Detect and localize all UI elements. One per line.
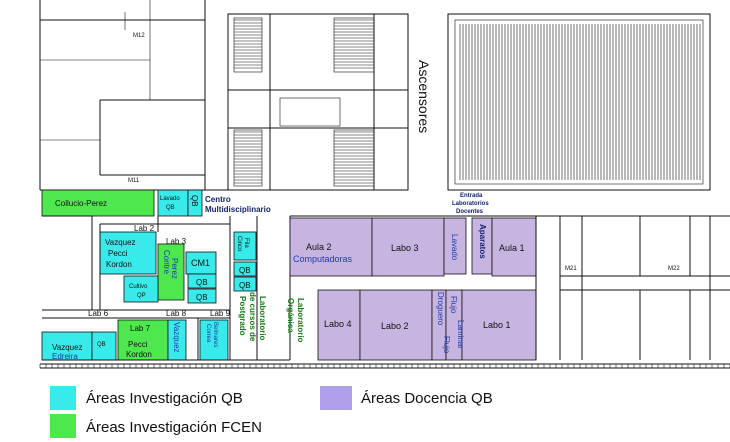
legend: Áreas Investigación QB Áreas Docencia QB… — [50, 386, 493, 438]
room-m22-label: M22 — [668, 266, 680, 272]
legend-label-teaching: Áreas Docencia QB — [361, 390, 493, 407]
area-aula1 — [491, 217, 537, 277]
entrance-label-1: Entrada — [460, 193, 483, 199]
room-aparatos-label: Aparatos — [478, 224, 487, 259]
area-qb-b — [187, 288, 217, 304]
room-qb-a-label: QB — [196, 278, 208, 287]
room-aula2-label: Aula 2 — [306, 242, 332, 252]
room-qb-b-label: QB — [196, 293, 208, 302]
room-vazquez-label-2: Pecci — [108, 249, 128, 258]
room-edreira-label-2: Edreira — [52, 352, 78, 361]
room-fila-label: Fila — [243, 238, 249, 248]
room-contreras-label: Contre — [162, 250, 171, 275]
room-lavado-label-1: Lavado — [160, 196, 180, 202]
area-vazquez-edreira — [41, 331, 93, 361]
room-labo1-label: Labo 1 — [483, 320, 511, 330]
room-labo2-label: Labo 2 — [381, 321, 409, 331]
room-flujo2-label: Flujo — [442, 336, 451, 354]
room-qb-top-label: QB — [190, 195, 199, 207]
legend-swatch-qb-research — [50, 386, 76, 410]
centro-label-1: Centro — [205, 195, 231, 204]
room-belmares-label: Belmares — [212, 322, 218, 347]
organica-label-1: Laboratorio — [296, 298, 305, 343]
area-correa — [199, 319, 229, 361]
area-lavado-qb — [157, 189, 189, 217]
room-vazquez-vert-label: Vazquez — [172, 322, 181, 353]
room-qp-label: QP — [137, 293, 146, 299]
room-lab9-label: Lab 9 — [210, 309, 231, 318]
room-flujo-label: Flujo — [449, 296, 458, 314]
room-computadoras-label: Computadoras — [293, 254, 353, 264]
room-qb-small-label: QB — [97, 342, 106, 348]
area-aula2 — [289, 217, 373, 277]
room-collucio-label: Collucio-Perez — [55, 199, 107, 208]
legend-label-qb-research: Áreas Investigación QB — [86, 390, 243, 407]
area-contreras-perez — [157, 243, 185, 301]
area-qb-d — [233, 276, 257, 292]
room-perez-label: Perez — [170, 258, 179, 279]
area-qb-small — [91, 331, 117, 361]
area-qb-a — [187, 273, 217, 289]
room-lavado-label: Lavado — [450, 234, 459, 261]
room-lab2-label: Lab 2 — [134, 224, 155, 233]
room-labo3-label: Labo 3 — [391, 243, 419, 253]
room-lab7-label: Lab 7 — [130, 324, 151, 333]
entrance-label-3: Docentes — [456, 209, 484, 215]
room-m11-label: M11 — [128, 178, 140, 184]
legend-swatch-fcen-research — [50, 414, 76, 438]
room-lab6-label: Lab 6 — [88, 309, 109, 318]
room-m12-label: M12 — [133, 33, 145, 39]
centro-label-2: Multidisciplinario — [205, 205, 271, 214]
room-cinco-label: Cinco — [236, 236, 242, 252]
organica-label-2: Orgánica — [286, 298, 295, 333]
room-correa-label: Correa — [205, 324, 211, 343]
room-lab3-label: Lab 3 — [166, 237, 187, 246]
area-qb-top — [187, 189, 203, 217]
outer-walls — [39, 0, 230, 191]
elevators-label: Ascensores — [416, 60, 432, 133]
room-laminar-label: Laminar — [456, 320, 465, 349]
area-cultivo-qp — [123, 275, 159, 303]
legend-swatch-teaching — [320, 386, 352, 410]
room-qb-d-label: QB — [239, 281, 251, 290]
area-labo1 — [461, 289, 537, 361]
area-collucio-perez — [41, 189, 155, 217]
postgrado-label-1: Laboratorio — [258, 296, 267, 341]
legend-label-fcen-research: Áreas Investigación FCEN — [86, 419, 262, 436]
room-droguero-label: Droguero — [436, 292, 445, 326]
room-kordon-label: Kordon — [126, 350, 152, 359]
area-cinco-fila — [233, 231, 257, 261]
bottom-scale-ruler — [39, 363, 730, 369]
room-lab8-label: Lab 8 — [166, 309, 187, 318]
stairs-block — [227, 13, 409, 191]
room-cultivo-label: Cultivo — [129, 284, 148, 290]
postgrado-label-2: de cursos de — [248, 292, 257, 342]
room-labo4-label: Labo 4 — [324, 319, 352, 329]
entrance-label-2: Laboratorios — [452, 201, 489, 207]
room-qb-c-label: QB — [239, 266, 251, 275]
room-vazquez-label-1: Vazquez — [105, 238, 136, 247]
right-rooms — [290, 215, 730, 360]
main-staircase — [447, 13, 711, 191]
room-vazquez-label-3: Kordon — [106, 260, 132, 269]
area-qb-c — [233, 261, 257, 277]
room-m21-label: M21 — [565, 266, 577, 272]
room-cm1-label: CM1 — [191, 258, 210, 268]
postgrado-label-3: Postgrado — [238, 296, 247, 336]
teaching-areas — [289, 217, 537, 361]
room-edreira-label-1: Vazquez — [52, 343, 83, 352]
room-pecci-label: Pecci — [128, 340, 148, 349]
area-lavado — [443, 217, 467, 275]
research-areas — [41, 189, 257, 361]
room-lavado-label-2: QB — [166, 205, 175, 211]
room-aula1-label: Aula 1 — [499, 243, 525, 253]
